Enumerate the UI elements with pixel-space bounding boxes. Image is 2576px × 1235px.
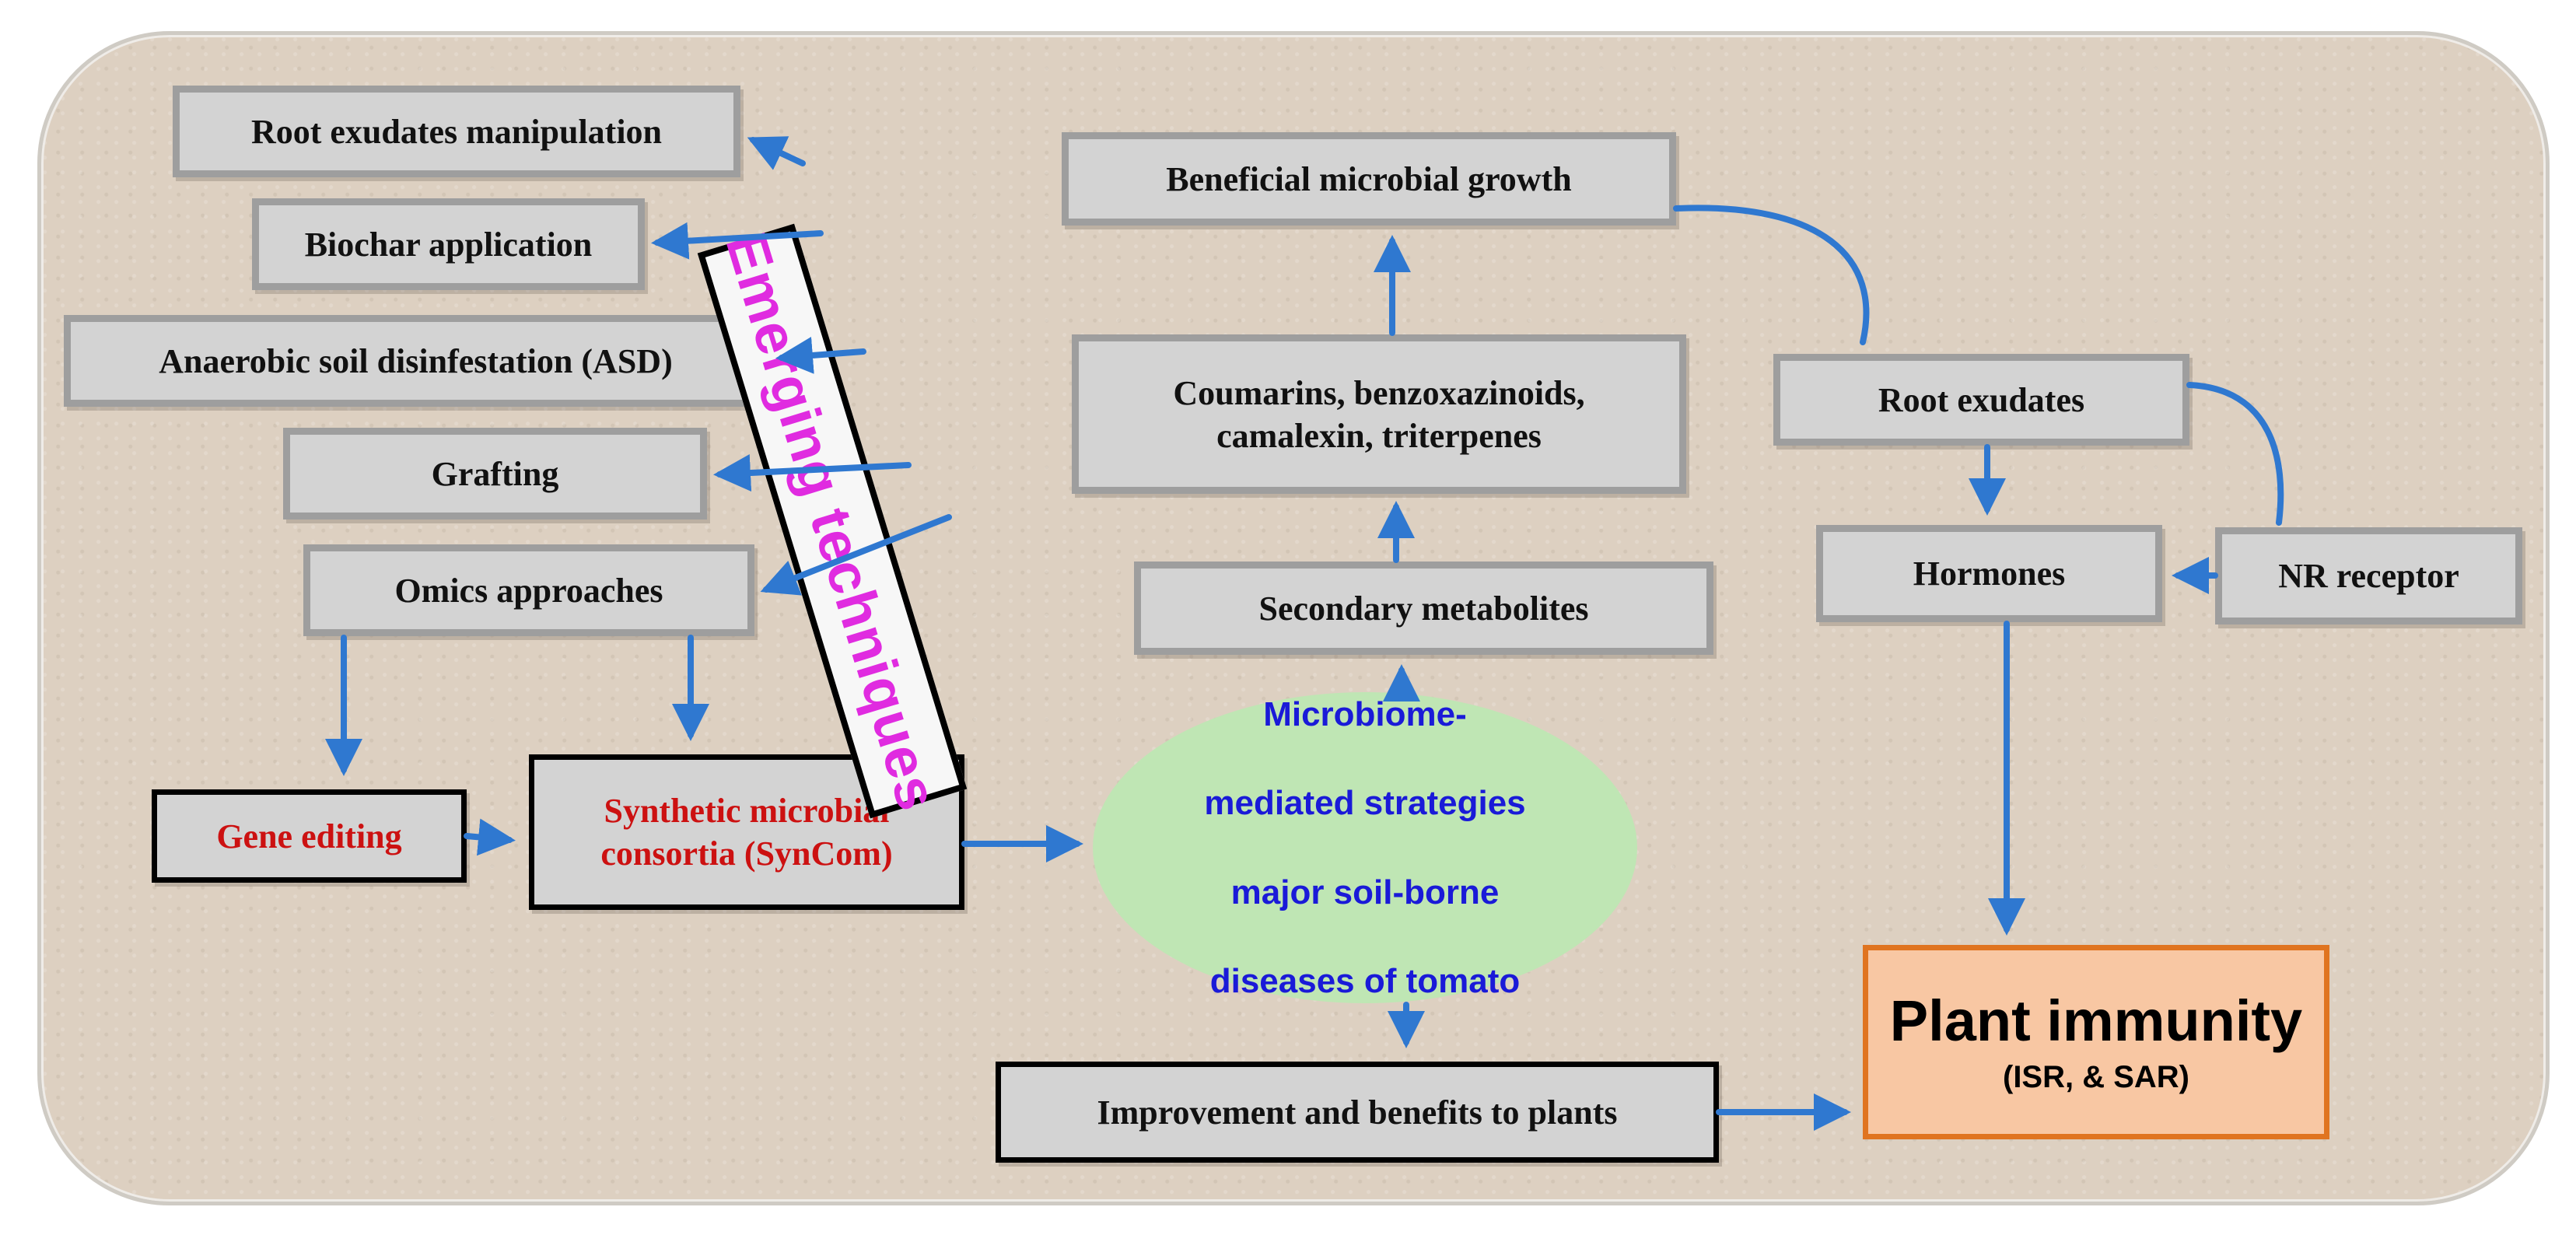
anaerobic-soil-disinfestation-label: Anaerobic soil disinfestation (ASD) <box>159 341 673 380</box>
nr-receptor-box: NR receptor <box>2215 527 2522 624</box>
compounds-label-line2: camalexin, triterpenes <box>1216 416 1542 455</box>
gene-editing-label: Gene editing <box>216 817 402 855</box>
root-exudates-label: Root exudates <box>1878 380 2085 419</box>
plant-immunity-subtitle: (ISR, & SAR) <box>2003 1060 2189 1095</box>
syncom-label-line1: Synthetic microbial <box>604 792 890 830</box>
anaerobic-soil-disinfestation-box: Anaerobic soil disinfestation (ASD) <box>64 315 768 407</box>
microbiome-label-line3: major soil-borne <box>1230 873 1500 911</box>
syncom-label-line2: consortia (SynCom) <box>600 834 893 873</box>
secondary-metabolites-label: Secondary metabolites <box>1258 589 1589 628</box>
syncom-box: Synthetic microbial consortia (SynCom) <box>529 754 964 910</box>
compounds-label-line1: Coumarins, benzoxazinoids, <box>1173 373 1585 412</box>
secondary-metabolites-box: Secondary metabolites <box>1134 562 1713 655</box>
grafting-box: Grafting <box>283 428 707 520</box>
hormones-label: Hormones <box>1913 555 2066 593</box>
improvement-benefits-box: Improvement and benefits to plants <box>996 1062 1719 1163</box>
microbiome-label-line1: Microbiome- <box>1263 694 1467 733</box>
beneficial-microbial-growth-box: Beneficial microbial growth <box>1062 132 1676 226</box>
compounds-box: Coumarins, benzoxazinoids, camalexin, tr… <box>1072 334 1686 494</box>
plant-immunity-box: Plant immunity (ISR, & SAR) <box>1863 945 2329 1139</box>
root-exudates-manipulation-label: Root exudates manipulation <box>250 112 663 151</box>
improvement-benefits-label: Improvement and benefits to plants <box>1097 1093 1618 1132</box>
biochar-application-box: Biochar application <box>252 198 645 290</box>
beneficial-microbial-growth-label: Beneficial microbial growth <box>1166 159 1572 198</box>
root-exudates-manipulation-box: Root exudates manipulation <box>173 86 740 177</box>
grafting-label: Grafting <box>431 454 559 493</box>
microbiome-label-line2: mediated strategies <box>1204 784 1526 823</box>
omics-approaches-box: Omics approaches <box>303 544 754 636</box>
omics-approaches-label: Omics approaches <box>394 571 663 610</box>
nr-receptor-label: NR receptor <box>2278 557 2459 595</box>
gene-editing-box: Gene editing <box>152 789 467 883</box>
root-exudates-box: Root exudates <box>1773 354 2189 446</box>
microbiome-strategies-ellipse: Microbiome- mediated strategies major so… <box>1093 692 1637 1003</box>
microbiome-label-line4: diseases of tomato <box>1209 961 1521 1000</box>
biochar-application-label: Biochar application <box>304 225 593 264</box>
plant-immunity-title: Plant immunity <box>1889 988 2303 1053</box>
hormones-box: Hormones <box>1816 525 2162 622</box>
